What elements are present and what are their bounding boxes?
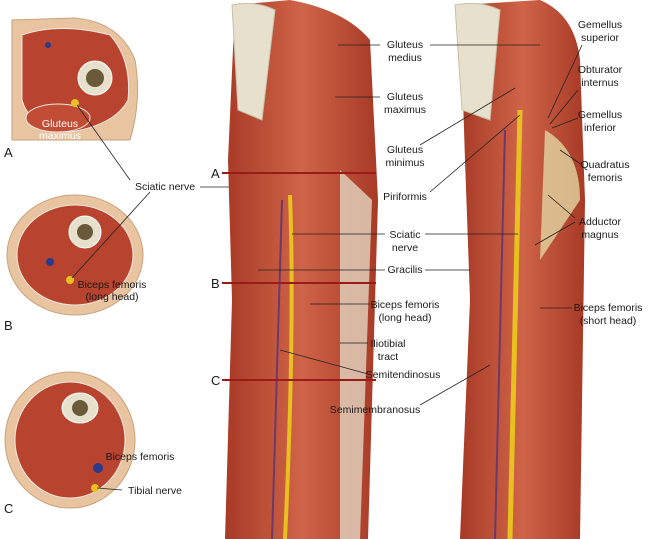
- level-line-c: C: [211, 373, 220, 388]
- label-biceps-short-head: Biceps femoris(short head): [574, 302, 643, 327]
- label-gracilis: Gracilis: [387, 264, 422, 276]
- section-letter-b: B: [4, 318, 13, 333]
- cross-section-b: Biceps femoris(long head) B: [4, 194, 147, 333]
- posterior-thigh-superficial: [225, 0, 378, 539]
- label-sciatic-nerve-left: Sciatic nerve: [135, 181, 195, 193]
- section-letter-a: A: [4, 145, 13, 160]
- label-semitendinosus: Semitendinosus: [366, 369, 441, 381]
- section-letter-c: C: [4, 501, 13, 516]
- label-biceps-long-head: Biceps femoris(long head): [371, 299, 440, 324]
- level-lines: A B C: [211, 166, 376, 388]
- label-semimembranosus: Semimembranosus: [330, 404, 420, 416]
- label-piriformis: Piriformis: [383, 191, 427, 203]
- label-biceps-femoris-section: Biceps femoris: [106, 451, 175, 463]
- posterior-thigh-deep: [454, 0, 585, 539]
- cross-section-c: Biceps femoris Tibial nerve C: [4, 371, 182, 516]
- level-line-b: B: [211, 276, 220, 291]
- label-biceps-long-section: Biceps femoris(long head): [78, 279, 147, 303]
- level-line-a: A: [211, 166, 220, 181]
- label-tibial-nerve: Tibial nerve: [128, 485, 182, 497]
